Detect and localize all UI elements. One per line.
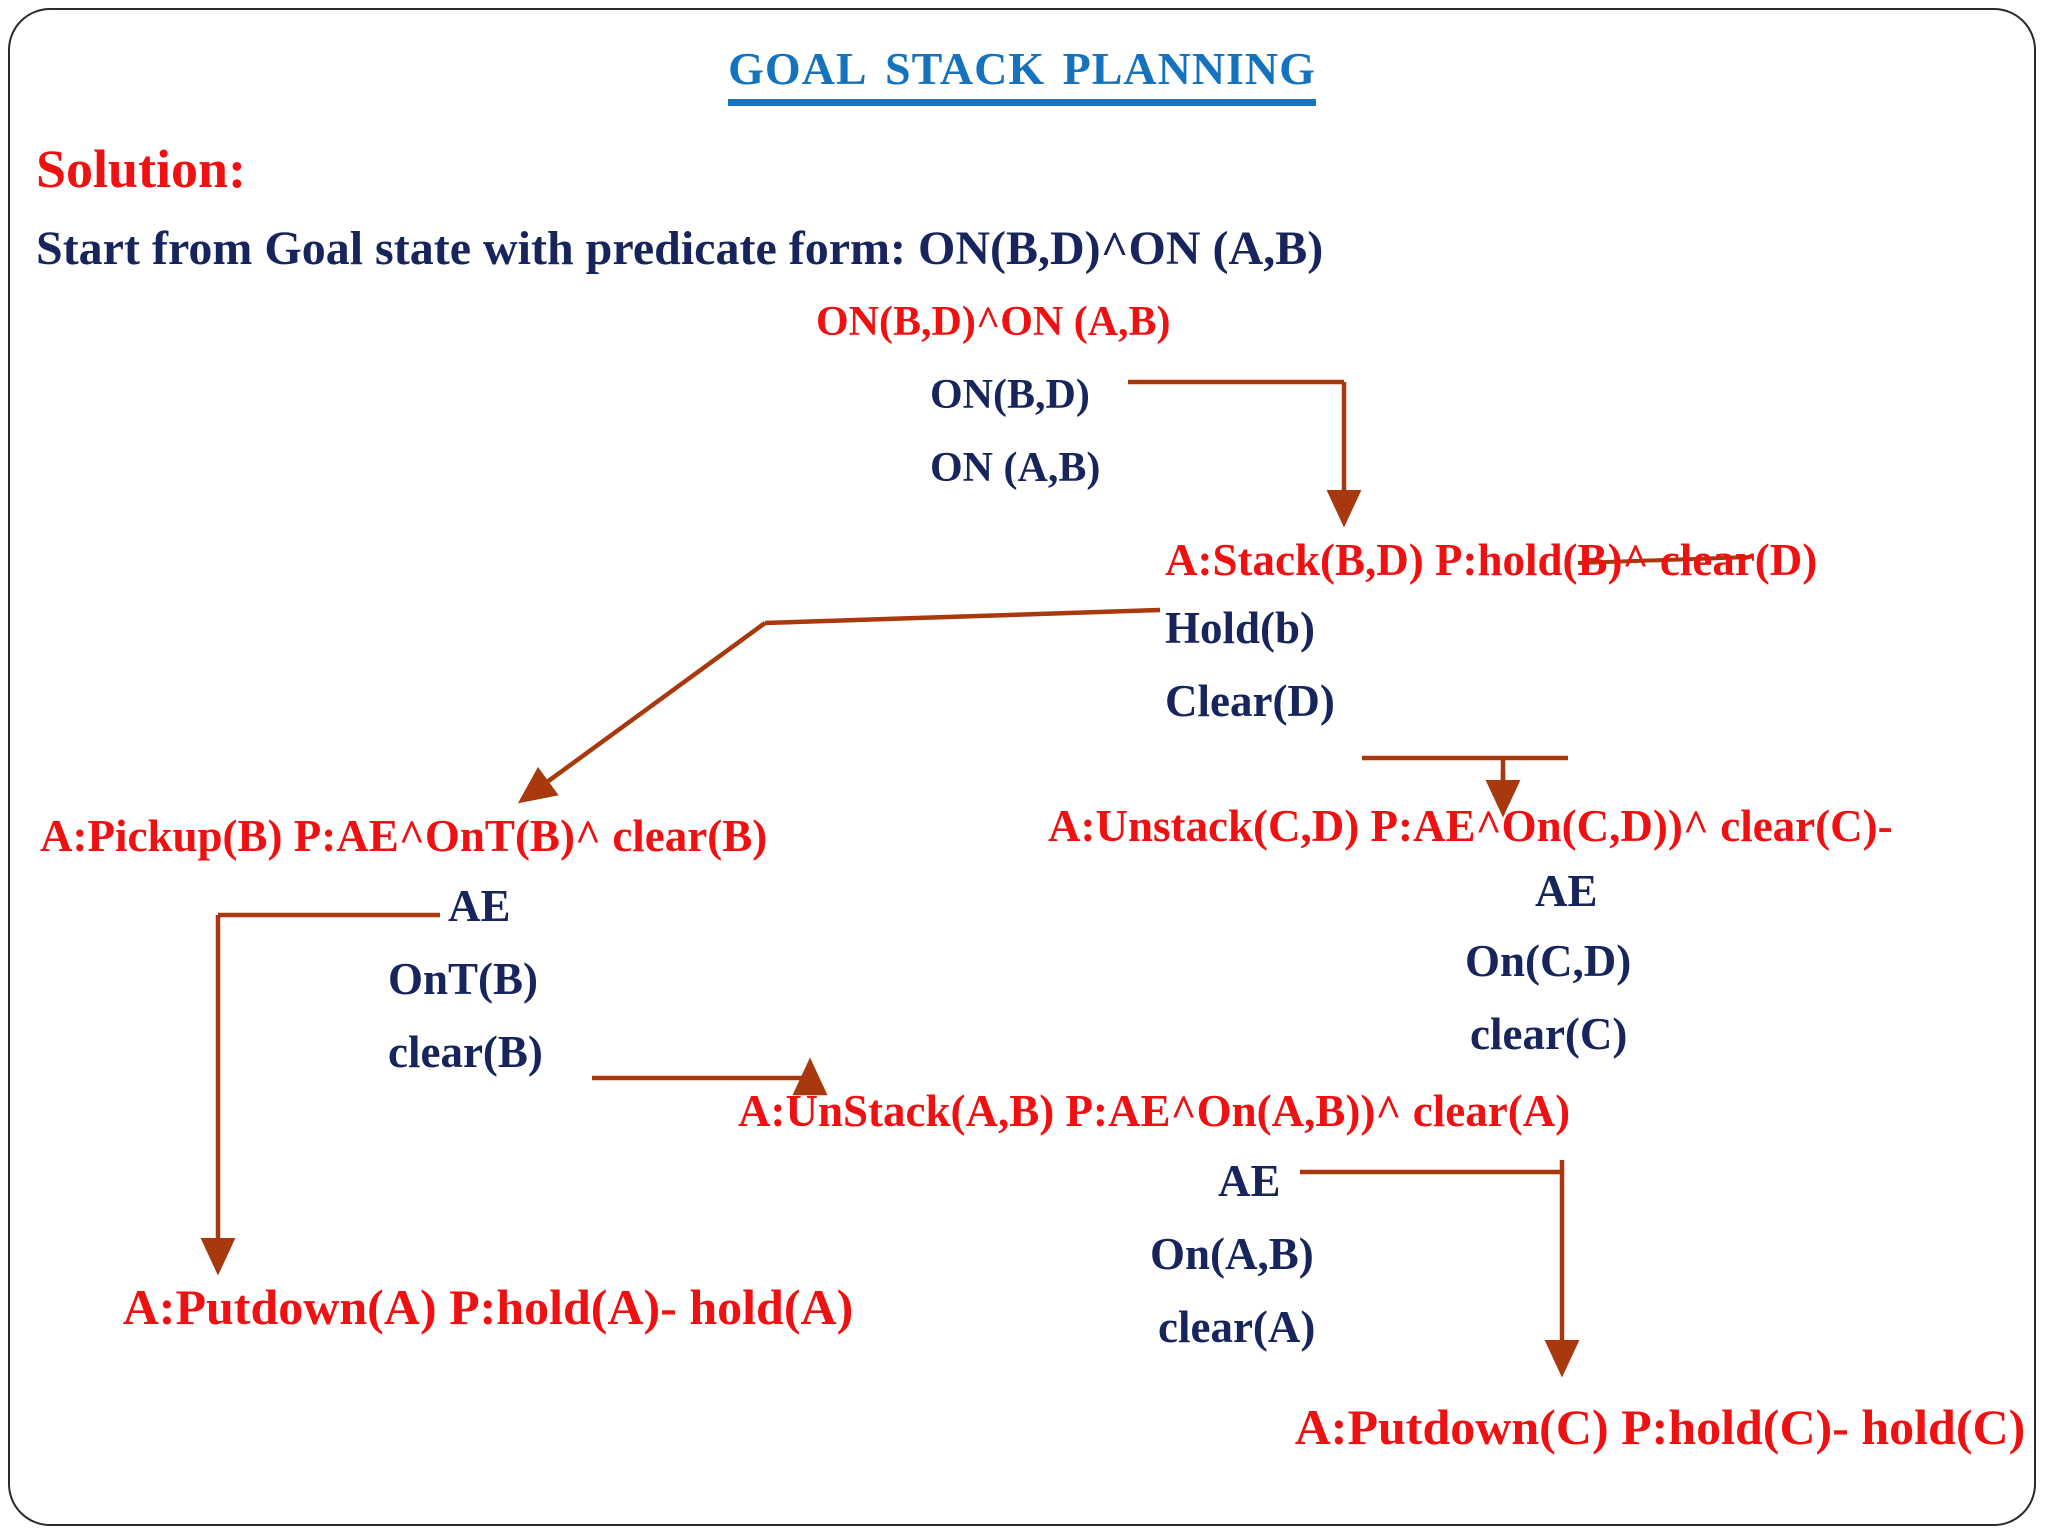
unstack-cd-header: A:Unstack(C,D) P:AE^On(C,D))^ clear(C)- (1048, 801, 1893, 851)
unstack-ab-item-ae: AE (1218, 1156, 1281, 1206)
pickup-b-header: A:Pickup(B) P:AE^OnT(B)^ clear(B) (40, 811, 768, 861)
putdown-c-text: A:Putdown(C) P:hold(C)- hold(C) (1294, 1399, 2026, 1455)
putdown-a-text: A:Putdown(A) P:hold(A)- hold(A) (122, 1279, 854, 1335)
stack-bd-header: A:Stack(B,D) P:hold(B)^ clear(D) (1165, 535, 1818, 585)
wire-stack-to-pickup-h (764, 607, 1161, 626)
unstack-ab-item-on-ab: On(A,B) (1150, 1229, 1314, 1279)
stack-bd-item-clear-d: Clear(D) (1165, 676, 1335, 726)
pickup-b-item-ae: AE (448, 881, 511, 931)
page-title: Goal stack planning (728, 28, 1316, 107)
wire-stack-to-pickup-d (517, 621, 767, 804)
unstack-cd-item-on-cd: On(C,D) (1465, 936, 1632, 986)
unstack-ab-item-clear-a: clear(A) (1158, 1302, 1316, 1352)
solution-label: Solution: (36, 139, 247, 199)
unstack-cd-item-ae: AE (1535, 866, 1598, 916)
goal-stack-header: ON(B,D)^ON (A,B) (816, 299, 1171, 345)
start-state-line: Start from Goal state with predicate for… (36, 222, 1324, 275)
pickup-b-item-clear-b: clear(B) (388, 1027, 543, 1077)
goal-stack-item-on-bd: ON(B,D) (930, 372, 1090, 418)
unstack-cd-item-clear-c: clear(C) (1470, 1009, 1628, 1059)
stack-bd-item-hold-b: Hold(b) (1165, 603, 1316, 653)
goal-stack-item-on-ab: ON (A,B) (930, 445, 1101, 491)
pickup-b-item-ont-b: OnT(B) (388, 954, 539, 1004)
slide-canvas: Goal stack planning (8, 8, 2036, 1526)
unstack-ab-header: A:UnStack(A,B) P:AE^On(A,B))^ clear(A) (738, 1086, 1571, 1136)
slide-title-bar: Goal stack planning (10, 28, 2034, 107)
